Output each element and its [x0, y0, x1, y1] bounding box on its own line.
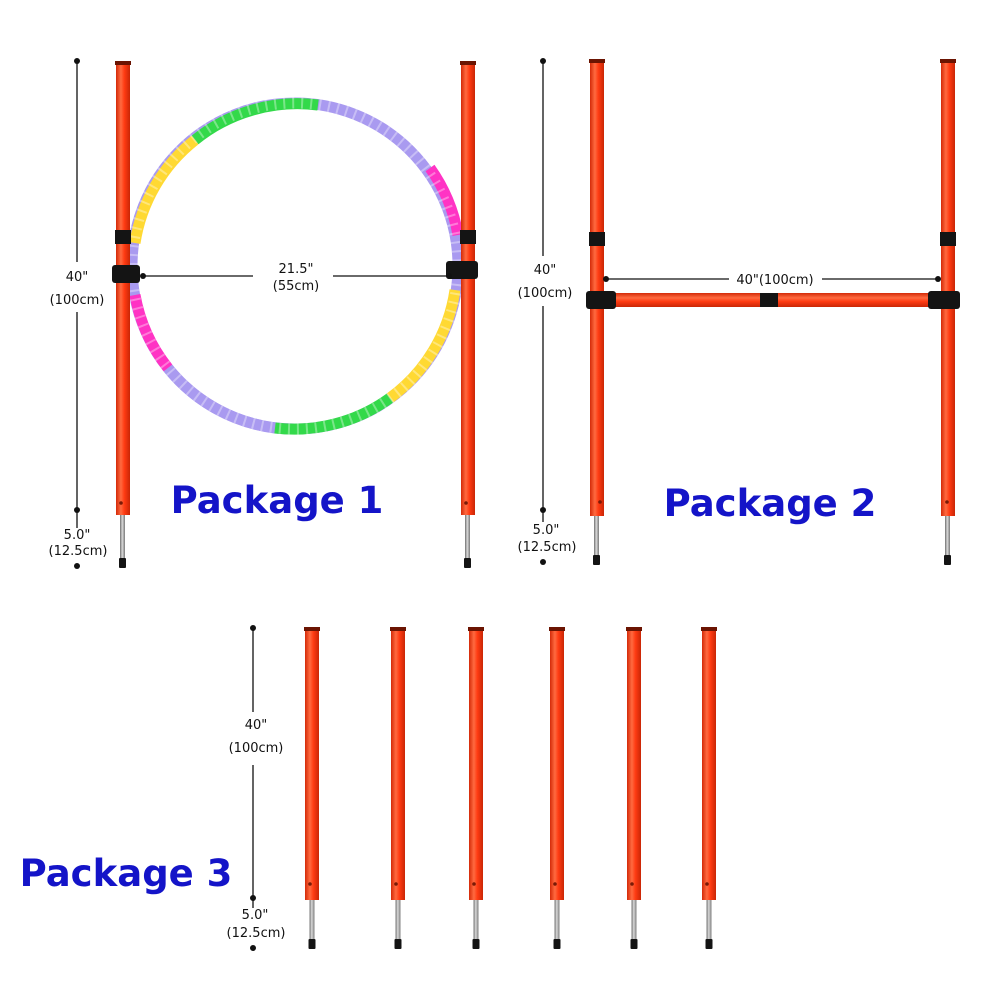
package-1-height-label-in: 40" — [66, 270, 89, 285]
package-2-bar-label: 40"(100cm) — [736, 273, 813, 288]
package-3-height-label-cm: (100cm) — [229, 741, 284, 756]
package-2-crossbar — [586, 291, 960, 309]
package-3-group: 40" (100cm) 5.0" (12.5cm) Package 3 — [20, 625, 717, 951]
package-3-spike-dimension: 5.0" (12.5cm) — [227, 898, 286, 951]
package-1-hoop-label-in: 21.5" — [279, 262, 314, 277]
package-2-height-label-cm: (100cm) — [518, 286, 573, 301]
package-1-height-label-cm: (100cm) — [50, 293, 105, 308]
package-2-spike-label-cm: (12.5cm) — [518, 540, 577, 555]
package-1-spike-label-cm: (12.5cm) — [49, 544, 108, 559]
package-2-height-dimension: 40" (100cm) — [518, 58, 573, 513]
package-3-pole — [304, 627, 320, 949]
package-3-spike-label-cm: (12.5cm) — [227, 926, 286, 941]
hoop-segment-green-bottom — [274, 393, 394, 435]
package-2-left-pole — [589, 59, 605, 565]
package-2-height-label-in: 40" — [534, 263, 557, 278]
hoop-segment-purple-bottom-left — [163, 364, 276, 434]
hoop-segment-yellow-left — [129, 135, 199, 244]
package-2-title: Package 2 — [664, 482, 877, 525]
package-3-pole — [390, 627, 406, 949]
package-1-title: Package 1 — [171, 479, 384, 522]
package-1-group: 40" (100cm) 5.0" (12.5cm) — [49, 58, 478, 569]
package-3-pole — [468, 627, 484, 949]
hoop-segment-green-top — [191, 98, 319, 145]
package-2-bar-dimension: 40"(100cm) — [603, 273, 941, 288]
package-3-pole — [626, 627, 642, 949]
package-3-pole — [701, 627, 717, 949]
package-1-spike-label-in: 5.0" — [64, 528, 91, 543]
package-1-right-pole — [446, 61, 478, 568]
package-1-hoop-label-cm: (55cm) — [273, 279, 320, 294]
hoop-segment-pink-left — [129, 293, 173, 372]
hoop-segment-pink-right — [425, 164, 464, 237]
package-1-spike-dimension: 5.0" (12.5cm) — [49, 510, 108, 569]
package-2-group: 40" (100cm) 5.0" (12.5cm) — [518, 58, 960, 565]
package-3-title: Package 3 — [20, 852, 233, 895]
package-1-hoop-dimension: 21.5" (55cm) — [140, 262, 452, 294]
package-2-right-pole — [940, 59, 956, 565]
hoop-segment-yellow-right — [386, 289, 461, 403]
package-1-left-pole — [112, 61, 140, 568]
package-3-height-label-in: 40" — [245, 718, 268, 733]
package-3-poles — [304, 627, 717, 949]
package-3-height-dimension: 40" (100cm) — [229, 625, 284, 901]
package-1-height-dimension: 40" (100cm) — [50, 58, 105, 513]
package-2-spike-label-in: 5.0" — [533, 523, 560, 538]
package-3-spike-label-in: 5.0" — [242, 908, 269, 923]
package-3-pole — [549, 627, 565, 949]
package-2-spike-dimension: 5.0" (12.5cm) — [518, 510, 577, 565]
